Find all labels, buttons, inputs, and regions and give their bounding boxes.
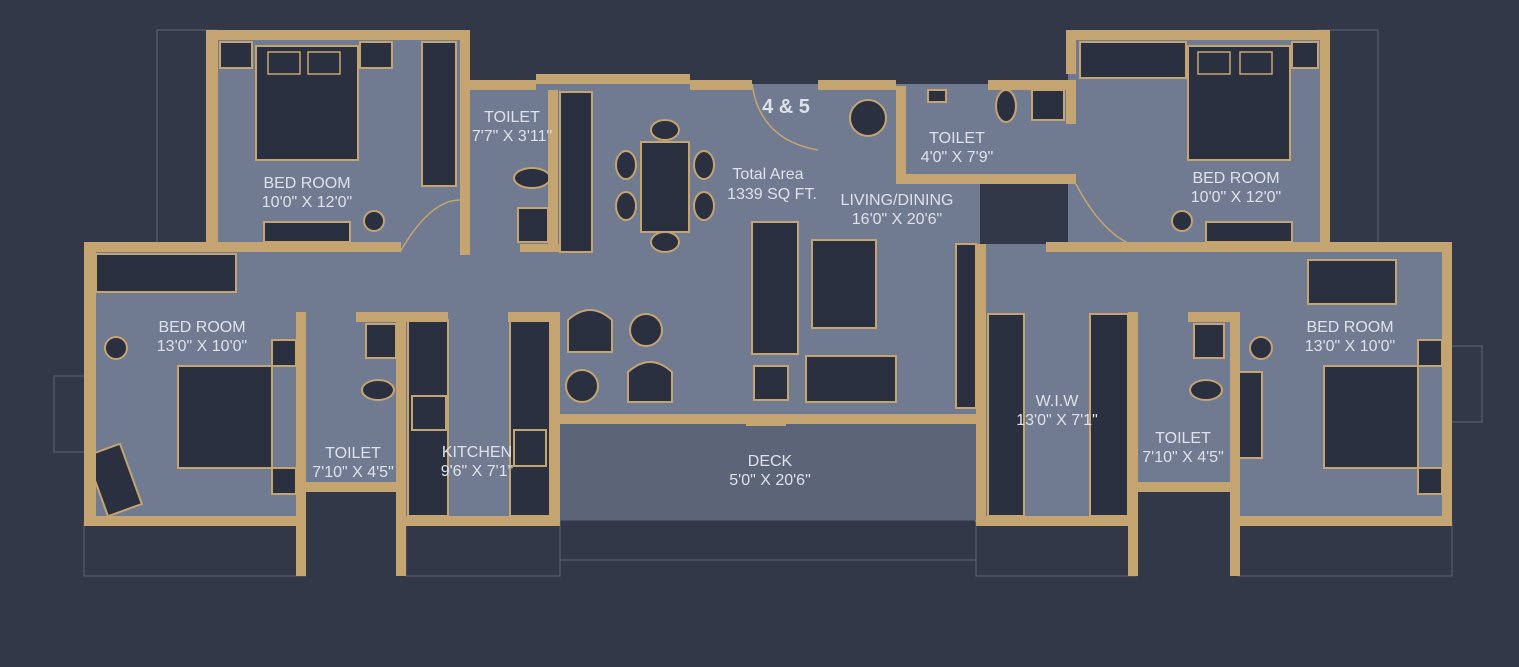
room-size: 5'0" X 20'6": [729, 472, 811, 489]
total-area-label: Total Area: [732, 166, 803, 183]
room-name: KITCHEN: [442, 444, 512, 461]
room-name: TOILET: [325, 445, 381, 462]
room-size: 7'10" X 4'5": [312, 464, 394, 481]
room-name: TOILET: [484, 109, 540, 126]
walls: [84, 30, 1452, 576]
room-name: DECK: [748, 453, 793, 470]
room-size: 10'0" X 12'0": [1191, 189, 1281, 206]
unit-label: 4 & 5: [762, 96, 810, 118]
room-name: W.I.W: [1036, 393, 1080, 410]
room-size: 13'0" X 10'0": [157, 338, 247, 355]
room-name: LIVING/DINING: [841, 192, 954, 209]
door-swings: [399, 83, 1131, 253]
total-area-value: 1339 SQ FT.: [727, 186, 817, 203]
furniture: [84, 41, 1443, 518]
room-name: BED ROOM: [263, 175, 350, 192]
room-size: 13'0" X 10'0": [1305, 338, 1395, 355]
room-name: TOILET: [1155, 430, 1211, 447]
room-name: BED ROOM: [1192, 170, 1279, 187]
room-name: TOILET: [929, 130, 985, 147]
room-size: 10'0" X 12'0": [262, 194, 352, 211]
room-name: BED ROOM: [1306, 319, 1393, 336]
room-name: BED ROOM: [158, 319, 245, 336]
room-labels: 4 & 5 Total Area 1339 SQ FT. BED ROOM 10…: [157, 96, 1395, 489]
room-size: 7'10" X 4'5": [1142, 449, 1224, 466]
room-size: 9'6" X 7'1": [441, 463, 514, 480]
room-size: 13'0" X 7'1": [1016, 412, 1098, 429]
room-size: 7'7" X 3'11": [472, 128, 552, 145]
room-size: 16'0" X 20'6": [852, 211, 942, 228]
room-size: 4'0" X 7'9": [921, 149, 994, 166]
